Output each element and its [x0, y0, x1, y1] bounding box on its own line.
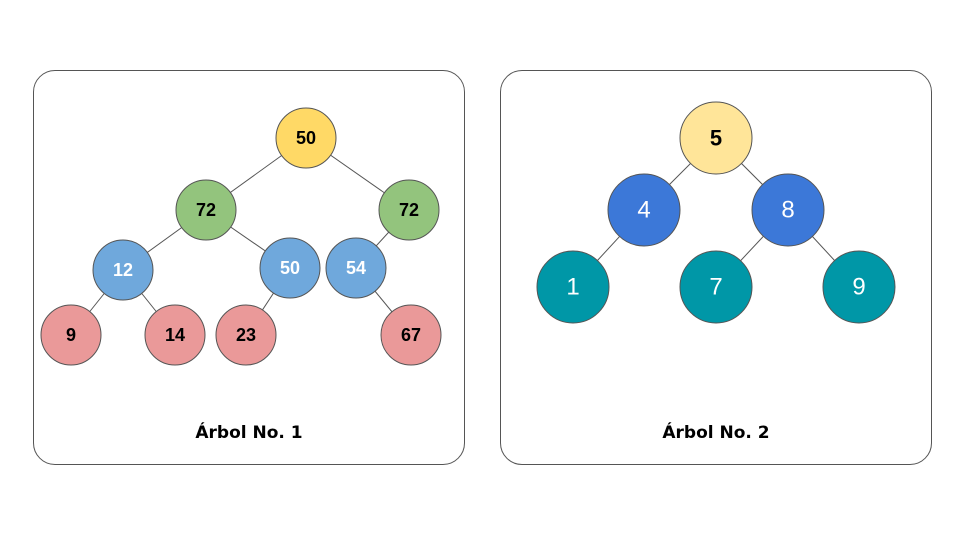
tree-1-node-circle	[275, 107, 337, 169]
tree-1-node: 14	[144, 304, 206, 366]
tree-title-2: Árbol No. 2	[662, 423, 770, 443]
tree-1-node-circle	[175, 179, 237, 241]
tree-1-node-value: 23	[236, 325, 256, 345]
tree-2-node-circle	[607, 173, 681, 247]
tree-1-node-value: 50	[280, 258, 300, 278]
tree-2-node: 8	[751, 173, 825, 247]
tree-1-node: 9	[40, 304, 102, 366]
tree-1-node: 50	[259, 237, 321, 299]
tree-2-node: 4	[607, 173, 681, 247]
tree-2-node-value: 8	[781, 197, 794, 224]
tree-1-node: 72	[175, 179, 237, 241]
tree-2-node: 7	[679, 250, 753, 324]
tree-2-node: 1	[536, 250, 610, 324]
tree-1-node: 67	[380, 304, 442, 366]
tree-1-node-circle	[259, 237, 321, 299]
tree-2-node-circle	[679, 101, 753, 175]
tree-1-node-circle	[325, 237, 387, 299]
tree-1-node-value: 67	[401, 325, 421, 345]
tree-1-node-circle	[378, 179, 440, 241]
tree-1-node-value: 12	[113, 260, 133, 280]
tree-1-node: 12	[92, 239, 154, 301]
tree-1-node-circle	[40, 304, 102, 366]
tree-2-node: 5	[679, 101, 753, 175]
tree-2-node-circle	[679, 250, 753, 324]
tree-2-node: 9	[822, 250, 896, 324]
tree-2-node-circle	[822, 250, 896, 324]
tree-2-node-circle	[751, 173, 825, 247]
tree-1-node: 72	[378, 179, 440, 241]
tree-1-node-value: 54	[346, 258, 366, 278]
tree-1-node-value: 72	[196, 200, 216, 220]
tree-1-node-value: 72	[399, 200, 419, 220]
tree-1-node-circle	[380, 304, 442, 366]
tree-title-1: Árbol No. 1	[195, 423, 303, 443]
tree-1-node: 23	[215, 304, 277, 366]
tree-2-node-value: 5	[710, 126, 722, 151]
tree-diagram-2: 5 4 8 1 7 9	[536, 101, 896, 324]
tree-1-node: 54	[325, 237, 387, 299]
tree-panel-1: 50 72 72 12 50 54 9 14 23 67 Árbol No. 1	[33, 70, 465, 465]
tree-1-node-value: 14	[165, 325, 185, 345]
tree-diagram-1: 50 72 72 12 50 54 9 14 23 67	[40, 107, 442, 366]
tree-2-node-value: 1	[566, 274, 579, 301]
tree-panel-2: 5 4 8 1 7 9 Árbol No. 2	[500, 70, 932, 465]
tree-2-node-value: 9	[852, 274, 865, 301]
tree-2-node-circle	[536, 250, 610, 324]
tree-2-node-value: 7	[709, 274, 722, 301]
tree-2-node-value: 4	[637, 197, 650, 224]
tree-1-node-circle	[215, 304, 277, 366]
tree-1-node-circle	[144, 304, 206, 366]
tree-1-node: 50	[275, 107, 337, 169]
tree-1-node-circle	[92, 239, 154, 301]
tree-1-node-value: 50	[296, 128, 316, 148]
tree-1-node-value: 9	[66, 325, 76, 345]
